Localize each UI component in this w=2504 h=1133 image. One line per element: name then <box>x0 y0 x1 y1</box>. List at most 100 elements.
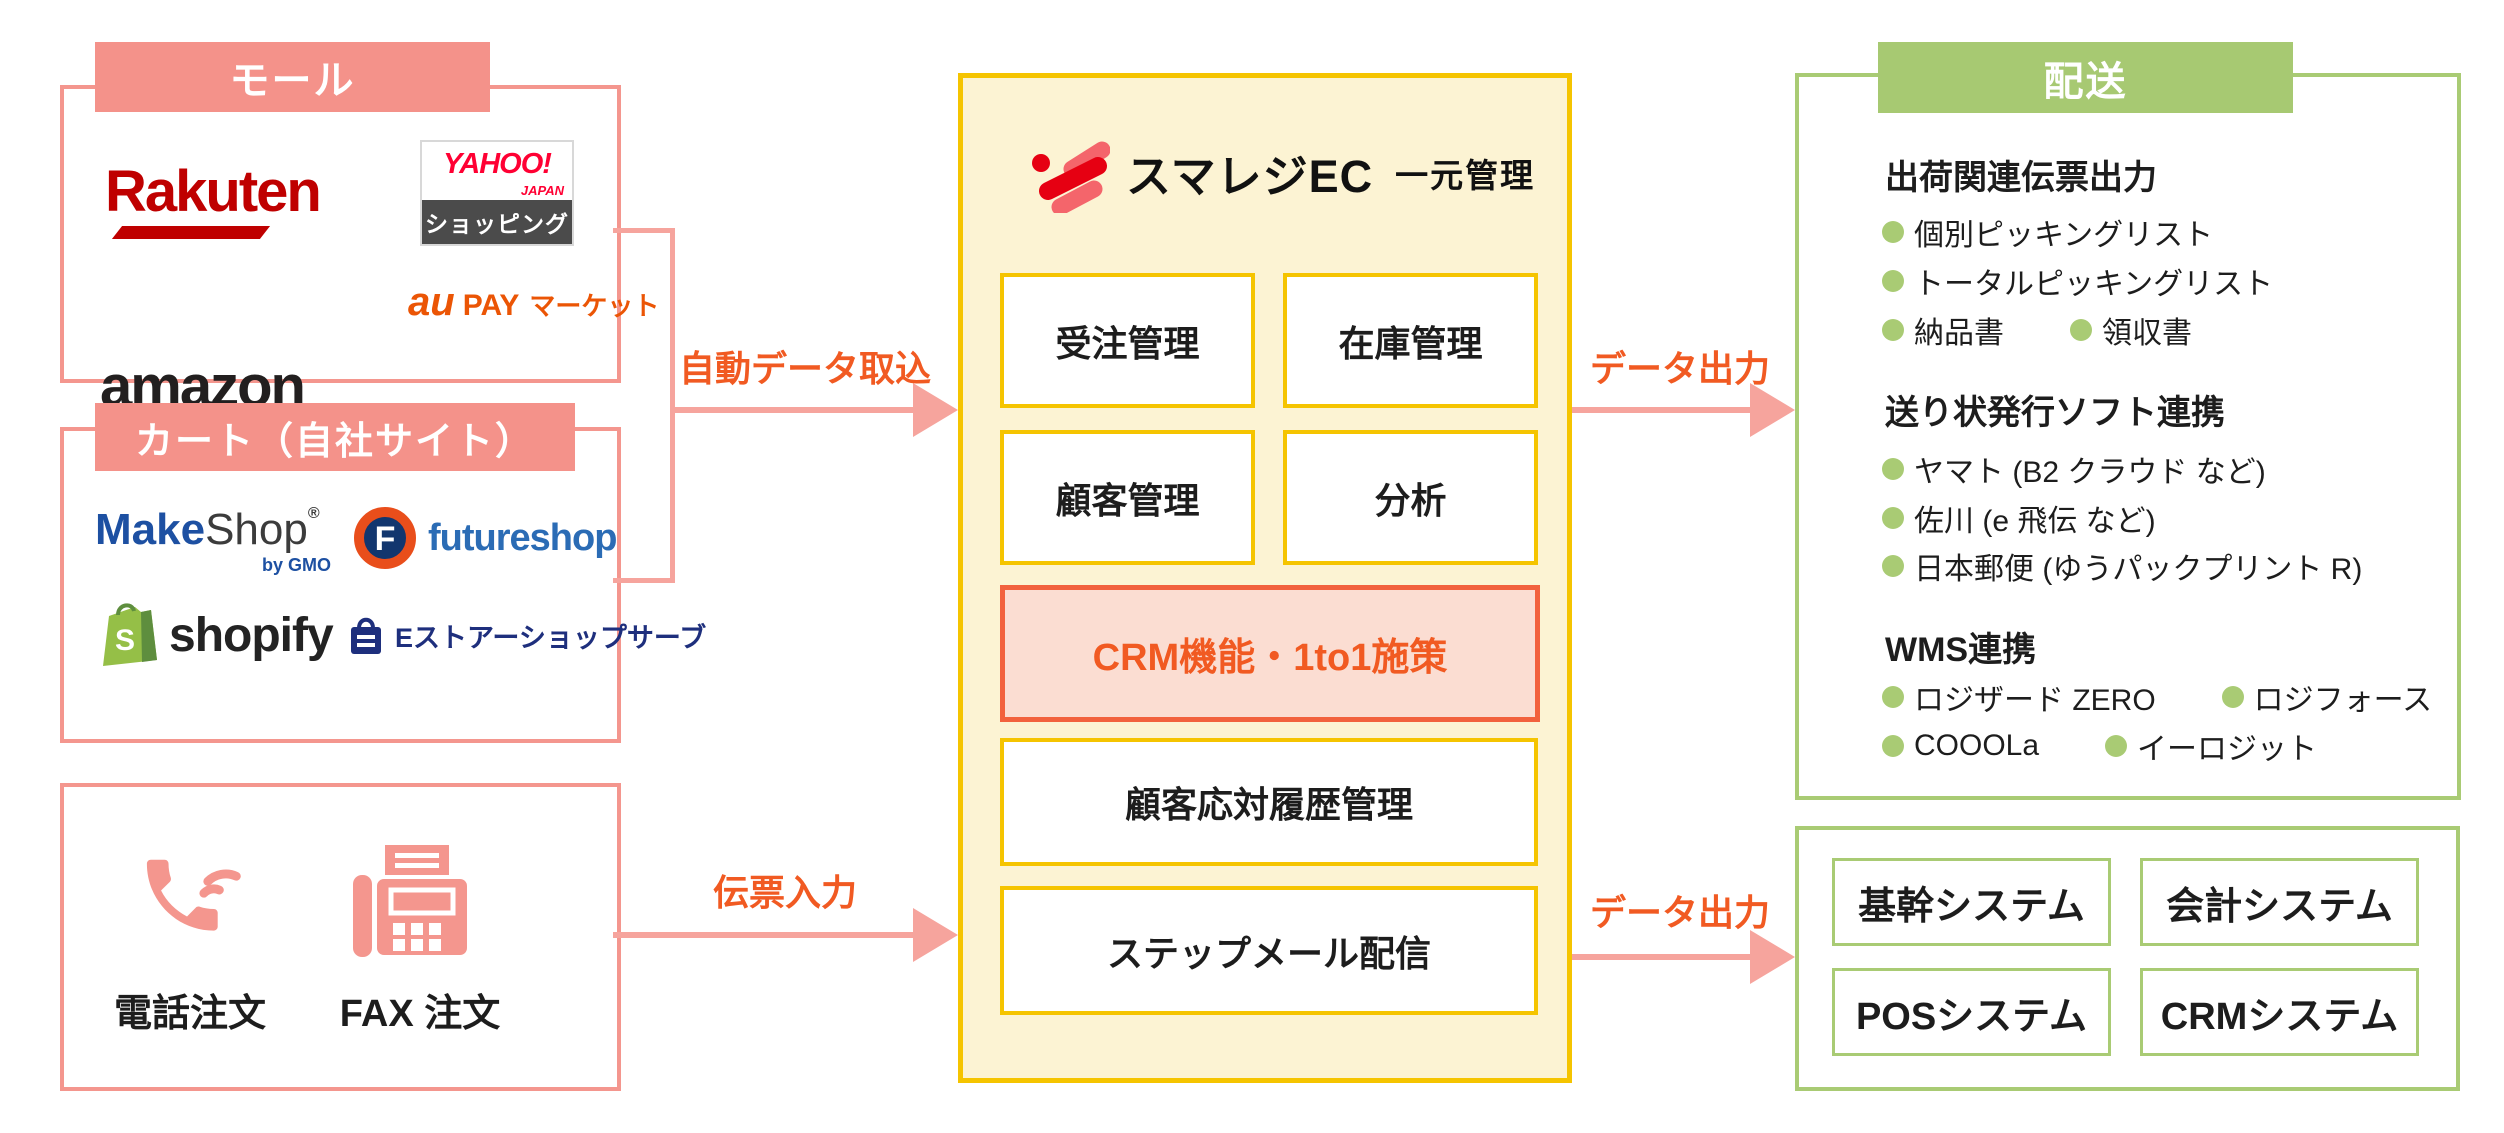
list-item: 個別ピッキングリスト <box>1882 210 2213 254</box>
wms-heading: WMS連携 <box>1885 631 2037 669</box>
list-item-label: 佐川 (e 飛伝 など) <box>1914 505 2156 538</box>
smaregi-ec-logo: スマレジEC 一元管理 <box>1030 130 1535 215</box>
estore-text: Eストアーショップサーブ <box>395 622 707 653</box>
yahoo-shopping-text: ショッピング <box>422 200 572 244</box>
data-output-top-arrow-label: データ出力 <box>1589 348 1770 389</box>
mall-title: モール <box>229 59 356 103</box>
phone-fax-box <box>60 783 621 1091</box>
yahoo-japan-text: JAPAN <box>520 183 564 198</box>
rakuten-logo-text: Rakuten <box>105 159 322 224</box>
mall-connector-line <box>613 228 670 233</box>
futureshop-text: futureshop <box>428 516 617 559</box>
shipping-docs-heading: 出荷関連伝票出力 <box>1885 159 2157 197</box>
aupay-pay-text: PAY <box>462 289 520 322</box>
makeshop-shop-text: Shop <box>205 505 308 554</box>
svg-text:F: F <box>375 520 396 558</box>
cell-customer-management: 顧客管理 <box>1000 430 1255 565</box>
shopify-logo: S shopify <box>95 598 334 672</box>
cell-crm-1to1: CRM機能・1to1施策 <box>1000 585 1540 722</box>
list-item-label: 日本郵便 (ゆうパックプリント R) <box>1914 553 2363 586</box>
auto-import-arrow-head-icon <box>913 383 958 437</box>
cell-step-mail: ステップメール配信 <box>1000 886 1538 1015</box>
rakuten-swoosh-icon <box>111 226 271 239</box>
aupay-market-text: マーケット <box>529 291 660 321</box>
list-item-label: 個別ピッキングリスト <box>1914 219 2214 252</box>
smaregi-brand-text: スマレジEC <box>1126 151 1374 202</box>
cart-title: カート（自社サイト） <box>134 420 535 463</box>
cell-pos-system: POSシステム <box>1832 968 2111 1056</box>
cart-banner: カート（自社サイト） <box>95 403 575 471</box>
cell-order-management: 受注管理 <box>1000 273 1255 408</box>
list-item: ロジザード ZERO ロジフォース <box>1882 675 2432 719</box>
list-item: 納品書 領収書 <box>1882 308 2192 352</box>
mall-banner: モール <box>95 42 490 112</box>
green-dot-icon <box>1882 458 1904 480</box>
auto-import-arrow-label: 自動データ取込 <box>678 348 931 389</box>
aupay-au-text: au <box>408 280 455 324</box>
futureshop-f-icon: F <box>354 507 416 569</box>
makeshop-make-text: Make <box>95 505 206 554</box>
cart-box <box>60 427 621 743</box>
list-item-label: ロジザード ZERO <box>1914 684 2156 717</box>
makeshop-registered-icon: ® <box>307 505 320 522</box>
fax-order-label: FAX 注文 <box>339 993 501 1035</box>
cell-core-system: 基幹システム <box>1832 858 2111 946</box>
data-output-bottom-arrow-label: データ出力 <box>1589 892 1770 933</box>
futureshop-logo: F futureshop <box>352 505 617 571</box>
green-dot-icon <box>1882 686 1904 708</box>
green-dot-icon <box>1882 319 1904 341</box>
green-dot-icon <box>1882 555 1904 577</box>
yahoo-logo-text: YAHOO! <box>443 148 552 180</box>
fax-icon <box>353 845 467 957</box>
green-dot-icon <box>1882 270 1904 292</box>
makeshop-bygmo-text: by GMO <box>261 555 331 575</box>
auto-import-arrow-shaft <box>670 407 915 413</box>
list-item: トータルピッキングリスト <box>1882 259 2273 303</box>
slip-input-arrow-head-icon <box>913 908 958 962</box>
yahoo-logo-top: YAHOO! JAPAN <box>422 142 572 200</box>
slip-input-arrow-label: 伝票入力 <box>712 872 857 913</box>
green-dot-icon <box>2221 686 2244 708</box>
green-dot-icon <box>2070 319 2092 341</box>
rakuten-logo: Rakuten <box>105 158 405 253</box>
green-dot-icon <box>1882 221 1904 243</box>
cell-accounting-system: 会計システム <box>2140 858 2419 946</box>
green-dot-icon <box>1882 735 1904 757</box>
shopify-text: shopify <box>169 608 334 662</box>
list-item: 日本郵便 (ゆうパックプリント R) <box>1882 544 2362 588</box>
data-output-top-arrow-head-icon <box>1750 383 1795 437</box>
svg-text:S: S <box>115 624 135 657</box>
list-item-label: ヤマト (B2 クラウド など) <box>1914 456 2266 489</box>
delivery-banner: 配送 <box>1878 42 2293 113</box>
makeshop-logo: MakeShop® by GMO <box>95 505 345 576</box>
green-dot-icon <box>2105 735 2128 757</box>
delivery-title: 配送 <box>2043 59 2128 104</box>
list-item: COOOLa イーロジット <box>1882 724 2317 768</box>
estore-shopserve-logo: Eストアーショップサーブ <box>345 612 706 658</box>
list-item-label: COOOLa <box>1914 729 2040 762</box>
data-output-top-arrow-shaft <box>1572 407 1753 413</box>
list-item-label: イーロジット <box>2137 733 2318 766</box>
shopify-bag-icon: S <box>103 603 157 666</box>
list-item-label: トータルピッキングリスト <box>1914 268 2274 301</box>
green-dot-icon <box>1882 507 1904 529</box>
data-output-bottom-arrow-shaft <box>1572 954 1753 960</box>
yahoo-shopping-logo: YAHOO! JAPAN ショッピング <box>420 140 574 246</box>
list-item-label: ロジフォース <box>2253 684 2433 717</box>
cell-analytics: 分析 <box>1283 430 1538 565</box>
merge-connector-line <box>670 228 675 583</box>
list-item: 佐川 (e 飛伝 など) <box>1882 496 2156 540</box>
cell-stock-management: 在庫管理 <box>1283 273 1538 408</box>
smaregi-logo-icon <box>1032 141 1110 213</box>
list-item-label: 納品書 <box>1914 317 2004 350</box>
aupay-market-logo: au PAY マーケット <box>408 280 659 328</box>
shipping-label-soft-heading: 送り状発行ソフト連携 <box>1885 394 2225 432</box>
list-item: ヤマト (B2 クラウド など) <box>1882 447 2266 491</box>
cell-response-history: 顧客応対履歴管理 <box>1000 738 1538 866</box>
data-output-bottom-arrow-head-icon <box>1750 930 1795 984</box>
phone-icon <box>146 859 241 931</box>
estore-bag-icon <box>351 617 381 654</box>
slip-input-arrow-shaft <box>613 932 915 938</box>
phone-order-label: 電話注文 <box>113 993 266 1035</box>
